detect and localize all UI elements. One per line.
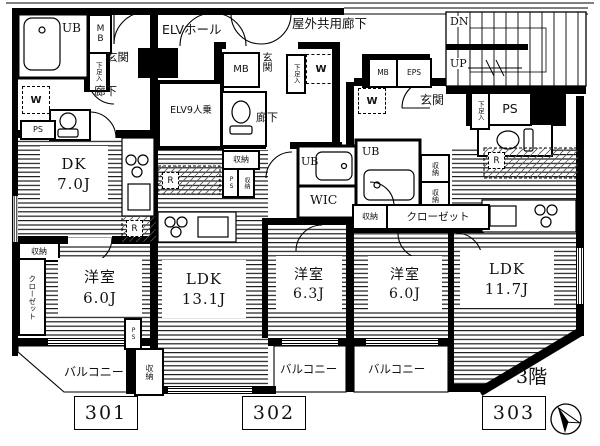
room-name: 洋室 [390,267,420,283]
kitchen-sink-301 [127,183,151,211]
room-label-ldk-302: LDK 13.1J [162,260,246,318]
bathtub-301 [23,17,61,71]
shoe-box-301: 下足入 [88,52,108,92]
room-size: 11.7J [484,280,530,298]
floor-label: 3階 [516,366,548,388]
stove-301 [125,154,137,166]
entrance-301-label: 玄関 [106,50,129,64]
elevator-label: ELV9人乗 [170,105,212,116]
bathtub-301-drain [38,26,46,34]
balcony-302-label: バルコニー [280,362,338,376]
stove-303 [534,204,546,216]
room-name: 洋室 [294,267,324,283]
stairs-up-label: UP [449,57,468,70]
pipe-space-303: PS [488,92,532,126]
kitchen-sink-302 [197,216,229,238]
diagonal-wall [477,328,583,396]
meter-box-301: MB [88,14,112,54]
closet-303: クローゼット [386,204,490,230]
bathtub-302 [315,151,353,181]
toilet-301-tank [57,128,79,138]
outdoor-corridor-label: 屋外共用廊下 [292,16,368,31]
balcony-303-outline [353,345,449,393]
toilet-303 [496,130,520,150]
room-label-dk-301: DK 7.0J [40,146,108,202]
balcony-301-label: バルコニー [64,365,124,379]
room-label-western-303: 洋室 6.0J [368,256,442,310]
wic-room [296,184,358,220]
corridor-302-label: 廊下 [256,111,278,124]
closet-301: クローゼット [18,258,46,336]
balcony-302-outline [273,345,347,393]
room-size: 7.0J [57,175,91,193]
unit-number-303: 303 [482,396,546,430]
entrance-302-label: 玄関 [260,52,271,72]
storage-302-hall2: 収納 [237,168,255,198]
shoe-box-303: 下足入 [470,92,490,130]
room-label-western-302: 洋室 6.3J [276,256,342,310]
fridge-icon-303: R [488,152,505,169]
meter-box-302: MB [222,52,260,88]
balcony-303-label: バルコニー [368,362,426,376]
unit-bath-303-label: UB [362,145,380,158]
unit-number-301: 301 [74,396,138,430]
washer-icon-301: W [22,86,50,114]
toilet-301 [59,112,77,130]
fixtures [23,17,577,243]
room-name: DK [61,155,87,173]
washer-icon-302: W [306,54,336,84]
meter-box-common: MB [368,58,398,88]
wic-label: WIC [310,192,338,207]
bathtub-302-drain [340,162,348,170]
compass-icon [550,403,582,435]
unit-bath-302-label: UB [301,155,319,168]
room-name: LDK [488,260,526,278]
windows [13,196,583,393]
corridor-301-label: 廊下 [94,84,117,98]
elevator-shaft [156,80,224,150]
toilet-302-tank [229,125,253,135]
storage-303-hall: 収納 [352,204,388,230]
stove-302 [164,216,176,228]
room-size: 6.0J [83,288,117,307]
toilet-302 [231,100,251,124]
fridge-icon-302: R [162,172,179,189]
entrance-303-label: 玄関 [420,93,445,107]
room-label-western-301: 洋室 6.0J [58,258,142,314]
storage-301-balcony: 収納 [134,348,164,396]
fridge-areas [121,147,579,243]
pipe-space-301: PS [20,120,56,140]
pipe-space-301-balcony: PS [124,318,142,350]
room-label-ldk-303: LDK 11.7J [460,250,554,308]
room-size: 6.0J [389,286,421,302]
room-name: 洋室 [83,267,116,286]
room-name: LDK [185,270,223,288]
stairs-dn-label: DN [449,15,470,28]
pipe-space-302: PS [222,168,240,198]
shoe-box-302: 下足入 [286,54,306,94]
room-size: 6.3J [293,286,325,302]
storage-303-a: 収納 [420,154,450,183]
washer-icon-303: W [358,88,386,114]
eps-box: EPS [396,58,432,88]
storage-302-hall: 収納 [222,150,260,170]
fridge-icon-301: R [126,220,143,237]
elv-hall-label: ELVホール [162,22,222,37]
bathtub-303 [363,169,415,201]
room-size: 13.1J [181,290,227,308]
unit-number-302: 302 [242,396,306,430]
unit-bath-301-label: UB [62,21,81,35]
kitchen-sink-303 [489,205,517,227]
balconies [17,345,449,393]
